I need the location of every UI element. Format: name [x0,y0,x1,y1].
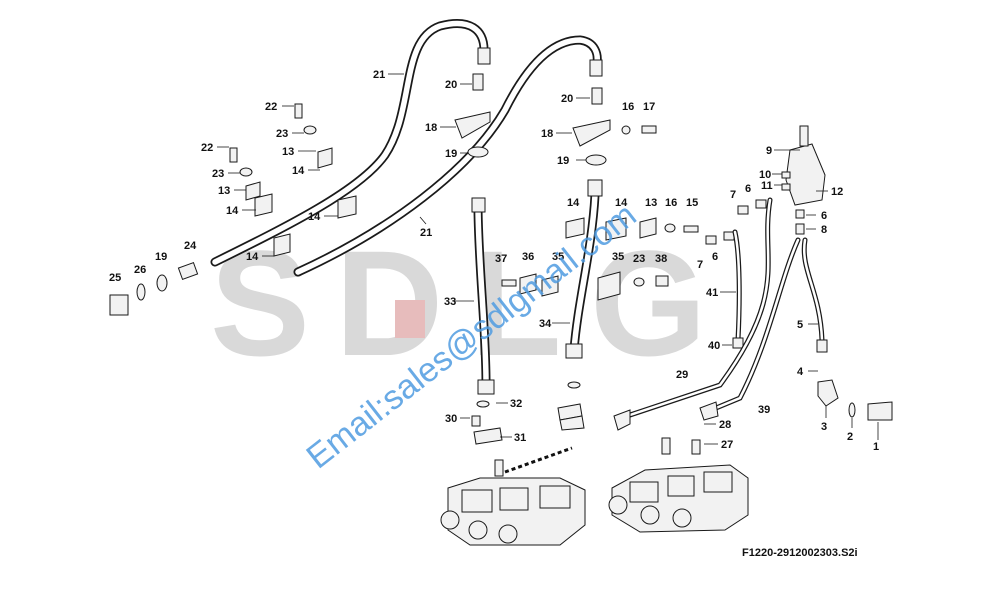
control-valve-left [440,459,586,546]
callout-label: 14 [226,205,239,217]
callout-label: 8 [821,224,827,236]
fittings-right-column [572,87,657,166]
callout-label: 33 [444,296,456,308]
callout-label: 14 [308,211,321,223]
thin-hose-5 [801,237,893,421]
callout-label: 14 [567,197,580,209]
callout-label: 14 [292,165,305,177]
watermark-accent-square [395,300,425,338]
callout-label: 12 [831,186,843,198]
clamps-middle-group [501,217,699,301]
callout-label: 4 [797,366,804,378]
callout-label: 23 [633,253,645,265]
clamp-set-31 [471,381,585,445]
callout-label: 37 [495,253,507,265]
callout-label: 13 [645,197,657,209]
callout-label: 26 [134,264,146,276]
callout-label: 16 [665,197,677,209]
callout-label: 21 [373,69,385,81]
hose-34 [565,179,603,359]
callout-label: 20 [445,79,457,91]
callout-label: 13 [218,185,230,197]
callout-label: 16 [622,101,634,113]
callout-label: 23 [212,168,224,180]
callout-label: 23 [276,128,288,140]
watermark-letter-s: S [210,219,310,387]
drawing-code: F1220-2912002303.S2i [742,547,858,559]
callout-label: 32 [510,398,522,410]
callout-label: 19 [445,148,457,160]
hose-end-fitting [477,47,491,65]
thin-hose-41 [732,229,744,349]
hose-33 [471,197,495,395]
callout-label: 30 [445,413,457,425]
callout-label: 22 [265,101,277,113]
callout-label: 35 [612,251,624,263]
callout-label: 25 [109,272,121,284]
callout-label: 29 [676,369,688,381]
callout-label: 11 [761,180,773,192]
callout-label: 20 [561,93,573,105]
callout-label: 5 [797,319,803,331]
hose-21-right [293,35,603,277]
callout-label: 1 [873,441,879,453]
callout-label: 39 [758,404,770,416]
sdlg-watermark: S D L G [210,219,707,387]
callout-label: 13 [282,146,294,158]
callout-label: 31 [514,432,526,444]
thin-hose-39 [713,237,801,411]
callout-label: 7 [730,189,736,201]
control-valve-right [608,437,749,533]
callout-label: 40 [708,340,720,352]
callout-label: 38 [655,253,667,265]
fittings-left-column [454,73,491,158]
callout-label: 24 [184,240,197,252]
callout-label: 14 [246,251,259,263]
pilot-valve-12 [705,125,826,245]
callout-label: 3 [821,421,827,433]
callout-label: 2 [847,431,853,443]
callout-label: 10 [759,169,771,181]
callout-label: 21 [420,227,432,239]
fittings-left-end [109,261,199,316]
callout-label: 35 [552,251,564,263]
callout-label: 41 [706,287,718,299]
callout-label: 18 [541,128,553,140]
thin-hose-29 [613,197,773,431]
connection-dashed-line [504,446,573,474]
callout-label: 7 [697,259,703,271]
clamps-left-group [229,103,357,257]
callout-label: 6 [821,210,827,222]
callout-label: 19 [557,155,569,167]
callout-label: 14 [615,197,628,209]
watermark-letter-g: G [590,219,707,387]
hose-21-left [210,19,491,267]
callout-label: 34 [539,318,552,330]
leader-lines [217,73,879,445]
callout-label: 27 [721,439,733,451]
callout-label: 36 [522,251,534,263]
callout-label: 19 [155,251,167,263]
callout-label: 6 [712,251,718,263]
callout-label: 15 [686,197,698,209]
callout-label: 17 [643,101,655,113]
callout-label: 6 [745,183,751,195]
callout-label: 9 [766,145,772,157]
callout-labels: 21 20 18 19 22 23 13 14 22 23 13 14 14 1… [109,69,879,453]
callout-label: 28 [719,419,731,431]
hose-end-fitting [589,59,603,77]
callout-label: 22 [201,142,213,154]
callout-label: 18 [425,122,437,134]
